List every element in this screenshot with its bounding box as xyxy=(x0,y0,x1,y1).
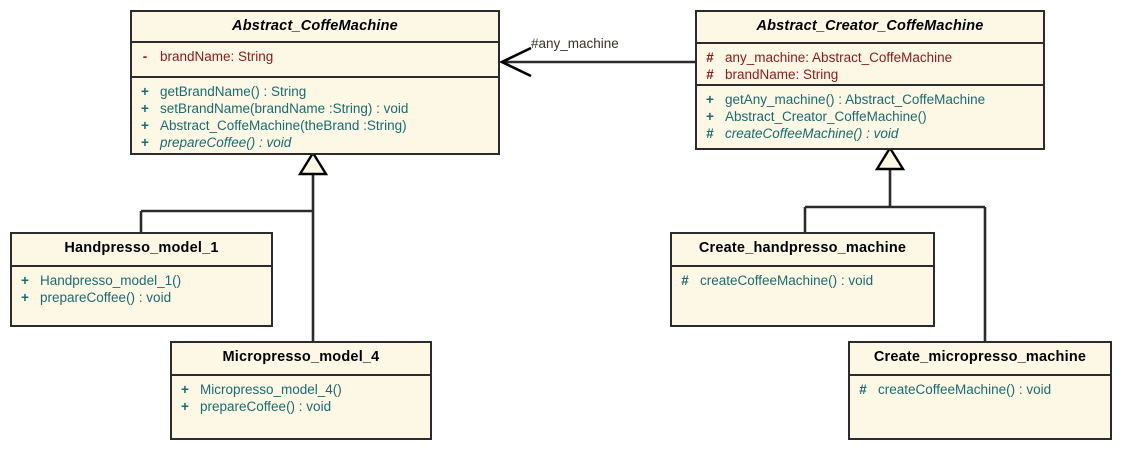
operation-text: Abstract_Creator_CoffeMachine() xyxy=(725,109,927,124)
attribute-text: any_machine: Abstract_CoffeMachine xyxy=(725,50,953,65)
visibility-marker: + xyxy=(141,101,149,116)
visibility-marker: + xyxy=(706,109,714,124)
uml-class-create-handpresso-machine[interactable]: Create_handpresso_machine # createCoffeeMa… xyxy=(670,232,935,327)
visibility-marker: + xyxy=(141,84,149,99)
visibility-marker: + xyxy=(21,290,29,305)
operation-row: + Abstract_CoffeMachine(theBrand :String) xyxy=(134,117,496,134)
association-label-any-machine: #any_machine xyxy=(531,36,619,51)
visibility-marker: + xyxy=(181,382,189,397)
compartment-divider xyxy=(697,42,1043,44)
class-name-handpresso-model-1: Handpresso_model_1 xyxy=(64,240,219,256)
class-name-create-micropresso-machine: Create_micropresso_machine xyxy=(873,349,1087,365)
visibility-marker: + xyxy=(141,135,149,150)
operation-row: # createCoffeeMachine() : void xyxy=(699,125,1041,142)
class-name-micropresso-model-4: Micropresso_model_4 xyxy=(222,349,380,365)
operation-row: # createCoffeeMachine() : void xyxy=(674,272,931,289)
generalization-triangle-right xyxy=(874,145,906,171)
visibility-marker: # xyxy=(681,273,689,288)
operation-text: createCoffeeMachine() : void xyxy=(878,382,1052,397)
operations-compartment-abstract-creator-coffemachine: + getAny_machine() : Abstract_CoffeMachin… xyxy=(697,86,1043,148)
visibility-marker: # xyxy=(706,67,714,82)
compartment-divider xyxy=(132,41,498,43)
operation-text: prepareCoffee() : void xyxy=(200,399,332,414)
attribute-text: brandName: String xyxy=(160,49,274,64)
operation-row: + prepareCoffee() : void xyxy=(14,289,269,306)
visibility-marker: # xyxy=(706,126,714,141)
uml-class-create-micropresso-machine[interactable]: Create_micropresso_machine # createCoffeeM… xyxy=(848,341,1112,440)
operation-row: + getAny_machine() : Abstract_CoffeMachin… xyxy=(699,91,1041,108)
attribute-row: -brandName: String xyxy=(134,48,496,65)
operation-text: Handpresso_model_1() xyxy=(40,273,182,288)
operation-row: + prepareCoffee() : void xyxy=(174,398,428,415)
compartment-divider xyxy=(672,265,933,267)
visibility-marker: # xyxy=(859,382,867,397)
compartment-divider xyxy=(697,84,1043,86)
compartment-divider xyxy=(12,265,271,267)
operation-text: prepareCoffee() : void xyxy=(160,135,292,150)
attribute-row: # brandName: String xyxy=(699,66,1041,83)
operation-text: Micropresso_model_4() xyxy=(200,382,342,397)
visibility-marker: # xyxy=(706,50,714,65)
operations-compartment-abstract-coffemachine: + getBrandName() : String + setBrandName(br… xyxy=(132,78,498,157)
operation-row: + getBrandName() : String xyxy=(134,83,496,100)
visibility-marker: + xyxy=(21,273,29,288)
visibility-marker: + xyxy=(706,92,714,107)
attribute-row: # any_machine: Abstract_CoffeMachine xyxy=(699,49,1041,66)
operation-text: setBrandName(brandName :String) : void xyxy=(160,101,409,116)
compartment-divider xyxy=(172,374,430,376)
class-name-create-handpresso-machine: Create_handpresso_machine xyxy=(698,240,907,256)
visibility-marker: + xyxy=(181,399,189,414)
operation-text: createCoffeeMachine() : void xyxy=(700,273,874,288)
uml-class-handpresso-model-1[interactable]: Handpresso_model_1+Handpresso_model_1()+… xyxy=(10,232,273,327)
operation-row: + prepareCoffee() : void xyxy=(134,134,496,151)
class-name-abstract-coffemachine: Abstract_CoffeMachine xyxy=(232,18,398,34)
operations-compartment-create-micropresso-machine: # createCoffeeMachine() : void xyxy=(850,376,1110,438)
operations-compartment-create-handpresso-machine: # createCoffeeMachine() : void xyxy=(672,267,933,325)
compartment-divider xyxy=(850,374,1110,376)
operation-text: getBrandName() : String xyxy=(160,84,307,99)
operations-compartment-handpresso-model-1: + Handpresso_model_1() + prepareCoffee() : … xyxy=(12,267,271,325)
operation-text: getAny_machine() : Abstract_CoffeMachine xyxy=(725,92,986,107)
operation-text: Abstract_CoffeMachine(theBrand :String) xyxy=(160,118,407,133)
compartment-divider xyxy=(132,76,498,78)
visibility-marker: - xyxy=(142,49,148,64)
visibility-marker: + xyxy=(141,118,149,133)
uml-class-micropresso-model-4[interactable]: Micropresso_model_4 + Micropresso_model_4(… xyxy=(170,341,432,440)
operation-row: + Handpresso_model_1() xyxy=(14,272,269,289)
attributes-compartment-abstract-creator-coffemachine: # any_machine: Abstract_CoffeMachine # bran… xyxy=(697,44,1043,84)
operation-text: prepareCoffee() : void xyxy=(40,290,172,305)
operation-text: createCoffeeMachine() : void xyxy=(725,126,899,141)
association-any-machine-edge xyxy=(499,46,695,78)
attribute-text: brandName: String xyxy=(725,67,839,82)
uml-class-abstract-creator-coffemachine[interactable]: Abstract_Creator_CoffeMachine # any_machin… xyxy=(695,10,1045,150)
attributes-compartment-abstract-coffemachine: -brandName: String xyxy=(132,43,498,76)
operations-compartment-micropresso-model-4: + Micropresso_model_4() + prepareCoffee() :… xyxy=(172,376,430,438)
uml-class-abstract-coffemachine[interactable]: Abstract_CoffeMachine -brandName: String +… xyxy=(130,10,500,155)
class-name-abstract-creator-coffemachine: Abstract_Creator_CoffeMachine xyxy=(756,18,984,34)
operation-row: # createCoffeeMachine() : void xyxy=(852,381,1108,398)
operation-row: + Abstract_Creator_CoffeMachine() xyxy=(699,108,1041,125)
operation-row: + Micropresso_model_4() xyxy=(174,381,428,398)
operation-row: + setBrandName(brandName :String) : void xyxy=(134,100,496,117)
